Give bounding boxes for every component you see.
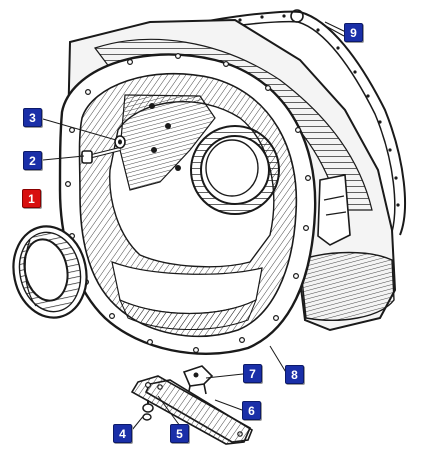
cover-plate	[130, 375, 252, 445]
callout-1[interactable]: 1	[22, 189, 41, 208]
callout-9[interactable]: 9	[344, 23, 363, 42]
oil-seal	[12, 225, 88, 319]
callout-7[interactable]: 7	[243, 364, 262, 383]
callout-8[interactable]: 8	[285, 365, 304, 384]
callout-5[interactable]: 5	[170, 424, 189, 443]
leader-lines	[42, 23, 345, 431]
flywheel-housing	[58, 18, 397, 355]
dowel-bushing	[114, 135, 126, 149]
callout-2[interactable]: 2	[23, 151, 42, 170]
screw	[142, 400, 154, 421]
callout-6[interactable]: 6	[242, 401, 261, 420]
clamp-bracket	[182, 365, 214, 397]
callout-4[interactable]: 4	[113, 424, 132, 443]
callout-3[interactable]: 3	[23, 108, 42, 127]
bolt	[81, 147, 121, 164]
